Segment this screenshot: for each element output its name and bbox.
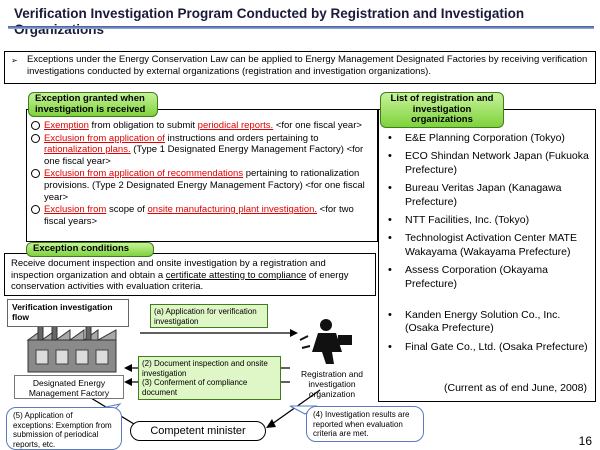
organization-item: •Final Gate Co., Ltd. (Osaka Prefecture) [388, 340, 588, 353]
exception-emphasis: periodical reports. [197, 120, 274, 131]
conditions-label: Exception conditions [26, 242, 154, 257]
bullet-icon: • [388, 150, 392, 163]
minister-label: Competent minister [130, 421, 266, 441]
inspector-icon [299, 319, 352, 364]
factory-label: Designated Energy Management Factory [14, 375, 124, 399]
step-conferment: (3) Conferment of compliance document [142, 378, 248, 397]
exception-emphasis: Exclusion from application of [44, 132, 165, 144]
organization-label: Registration and investigation organizat… [301, 369, 363, 399]
organization-item: •Assess Corporation (Okayama Prefecture) [388, 264, 548, 290]
exception-emphasis: rationalization plans. [44, 144, 131, 156]
exception-item: Exclusion from application of recommenda… [31, 168, 373, 203]
conditions-emphasis: certificate attesting to compliance [165, 269, 307, 281]
exception-emphasis: Exemption [44, 120, 89, 131]
step-application: (a) Application for verification investi… [150, 304, 268, 328]
exception-text: (Type 2 Designated Energy Management Fac… [44, 179, 365, 203]
organizations-label: List of registration and investigation o… [380, 92, 504, 128]
exception-emphasis: onsite manufacturing plant investigation… [147, 204, 318, 216]
exception-text: <for two fiscal years> [44, 204, 354, 227]
exception-text: from obligation to submit [88, 120, 198, 131]
page-title: Verification Investigation Program Condu… [14, 6, 525, 37]
exception-text: (Type 1 Designated Energy Management Fac… [44, 144, 364, 167]
callout-exception: (5) Application of exceptions: Exemption… [6, 407, 122, 450]
conditions-box: Receive document inspection and onsite i… [4, 253, 376, 296]
factory-icon [26, 317, 117, 373]
title-underline [8, 26, 594, 29]
exceptions-box: Exemption from obligation to submit peri… [26, 109, 378, 242]
organization-item: •E&E Planning Corporation (Tokyo) [388, 132, 565, 144]
conditions-text: Receive document inspection and onsite i… [11, 258, 326, 281]
as-of-note: (Current as of end June, 2008) [443, 381, 587, 394]
callout-report: (4) Investigation results are reported w… [306, 406, 424, 442]
organization-item: •NTT Facilities, Inc. (Tokyo) [388, 214, 530, 227]
bullet-icon: • [388, 132, 392, 144]
bullet-icon: • [388, 264, 392, 277]
exception-emphasis: Exclusion from application of recommenda… [44, 168, 244, 180]
conditions-text: of energy conservation activities with e… [11, 269, 349, 293]
exception-item: Exclusion from application of instructio… [31, 133, 373, 168]
exception-text: scope of [106, 204, 148, 216]
exception-text: pertaining to rationalization provisions… [44, 168, 360, 191]
organizations-box: •E&E Planning Corporation (Tokyo) •ECO S… [378, 109, 596, 402]
exceptions-label: Exception granted when investigation is … [28, 92, 158, 117]
bullet-icon: • [388, 232, 392, 245]
steps-inspection-box: (2) Document inspection and onsite inves… [138, 356, 281, 400]
organization-item: •ECO Shindan Network Japan (Fukuoka Pref… [388, 150, 589, 176]
exception-item: Exemption from obligation to submit peri… [31, 120, 373, 132]
step-inspection: (2) Document inspection and onsite inves… [142, 359, 268, 378]
circle-bullet-icon [31, 133, 40, 143]
circle-bullet-icon [31, 121, 40, 130]
organization-item: •Kanden Energy Solution Co., Inc. (Osaka… [388, 309, 561, 335]
bullet-icon: • [388, 182, 392, 195]
flow-label: Verification investigation flow [7, 299, 129, 327]
circle-bullet-icon [31, 205, 40, 215]
exception-text: <for one fiscal year> [273, 120, 362, 131]
exception-text: instructions and orders pertaining to [164, 132, 319, 144]
intro-box: ➢ Exceptions under the Energy Conservati… [4, 51, 596, 84]
exception-item: Exclusion from scope of onsite manufactu… [31, 204, 373, 227]
page-number: 16 [578, 434, 592, 448]
circle-bullet-icon [31, 169, 40, 179]
exception-emphasis: Exclusion from [44, 204, 107, 216]
bullet-icon: • [388, 214, 392, 227]
organization-item: •Technologist Activation Center MATE Wak… [388, 232, 577, 258]
intro-text: Exceptions under the Energy Conservation… [27, 54, 588, 77]
bullet-icon: • [388, 309, 392, 322]
arrow-application [140, 329, 298, 337]
bullet-icon: • [388, 340, 392, 353]
arrow-bullet-icon: ➢ [11, 56, 18, 65]
organization-item: •Bureau Veritas Japan (Kanagawa Prefectu… [388, 182, 562, 208]
